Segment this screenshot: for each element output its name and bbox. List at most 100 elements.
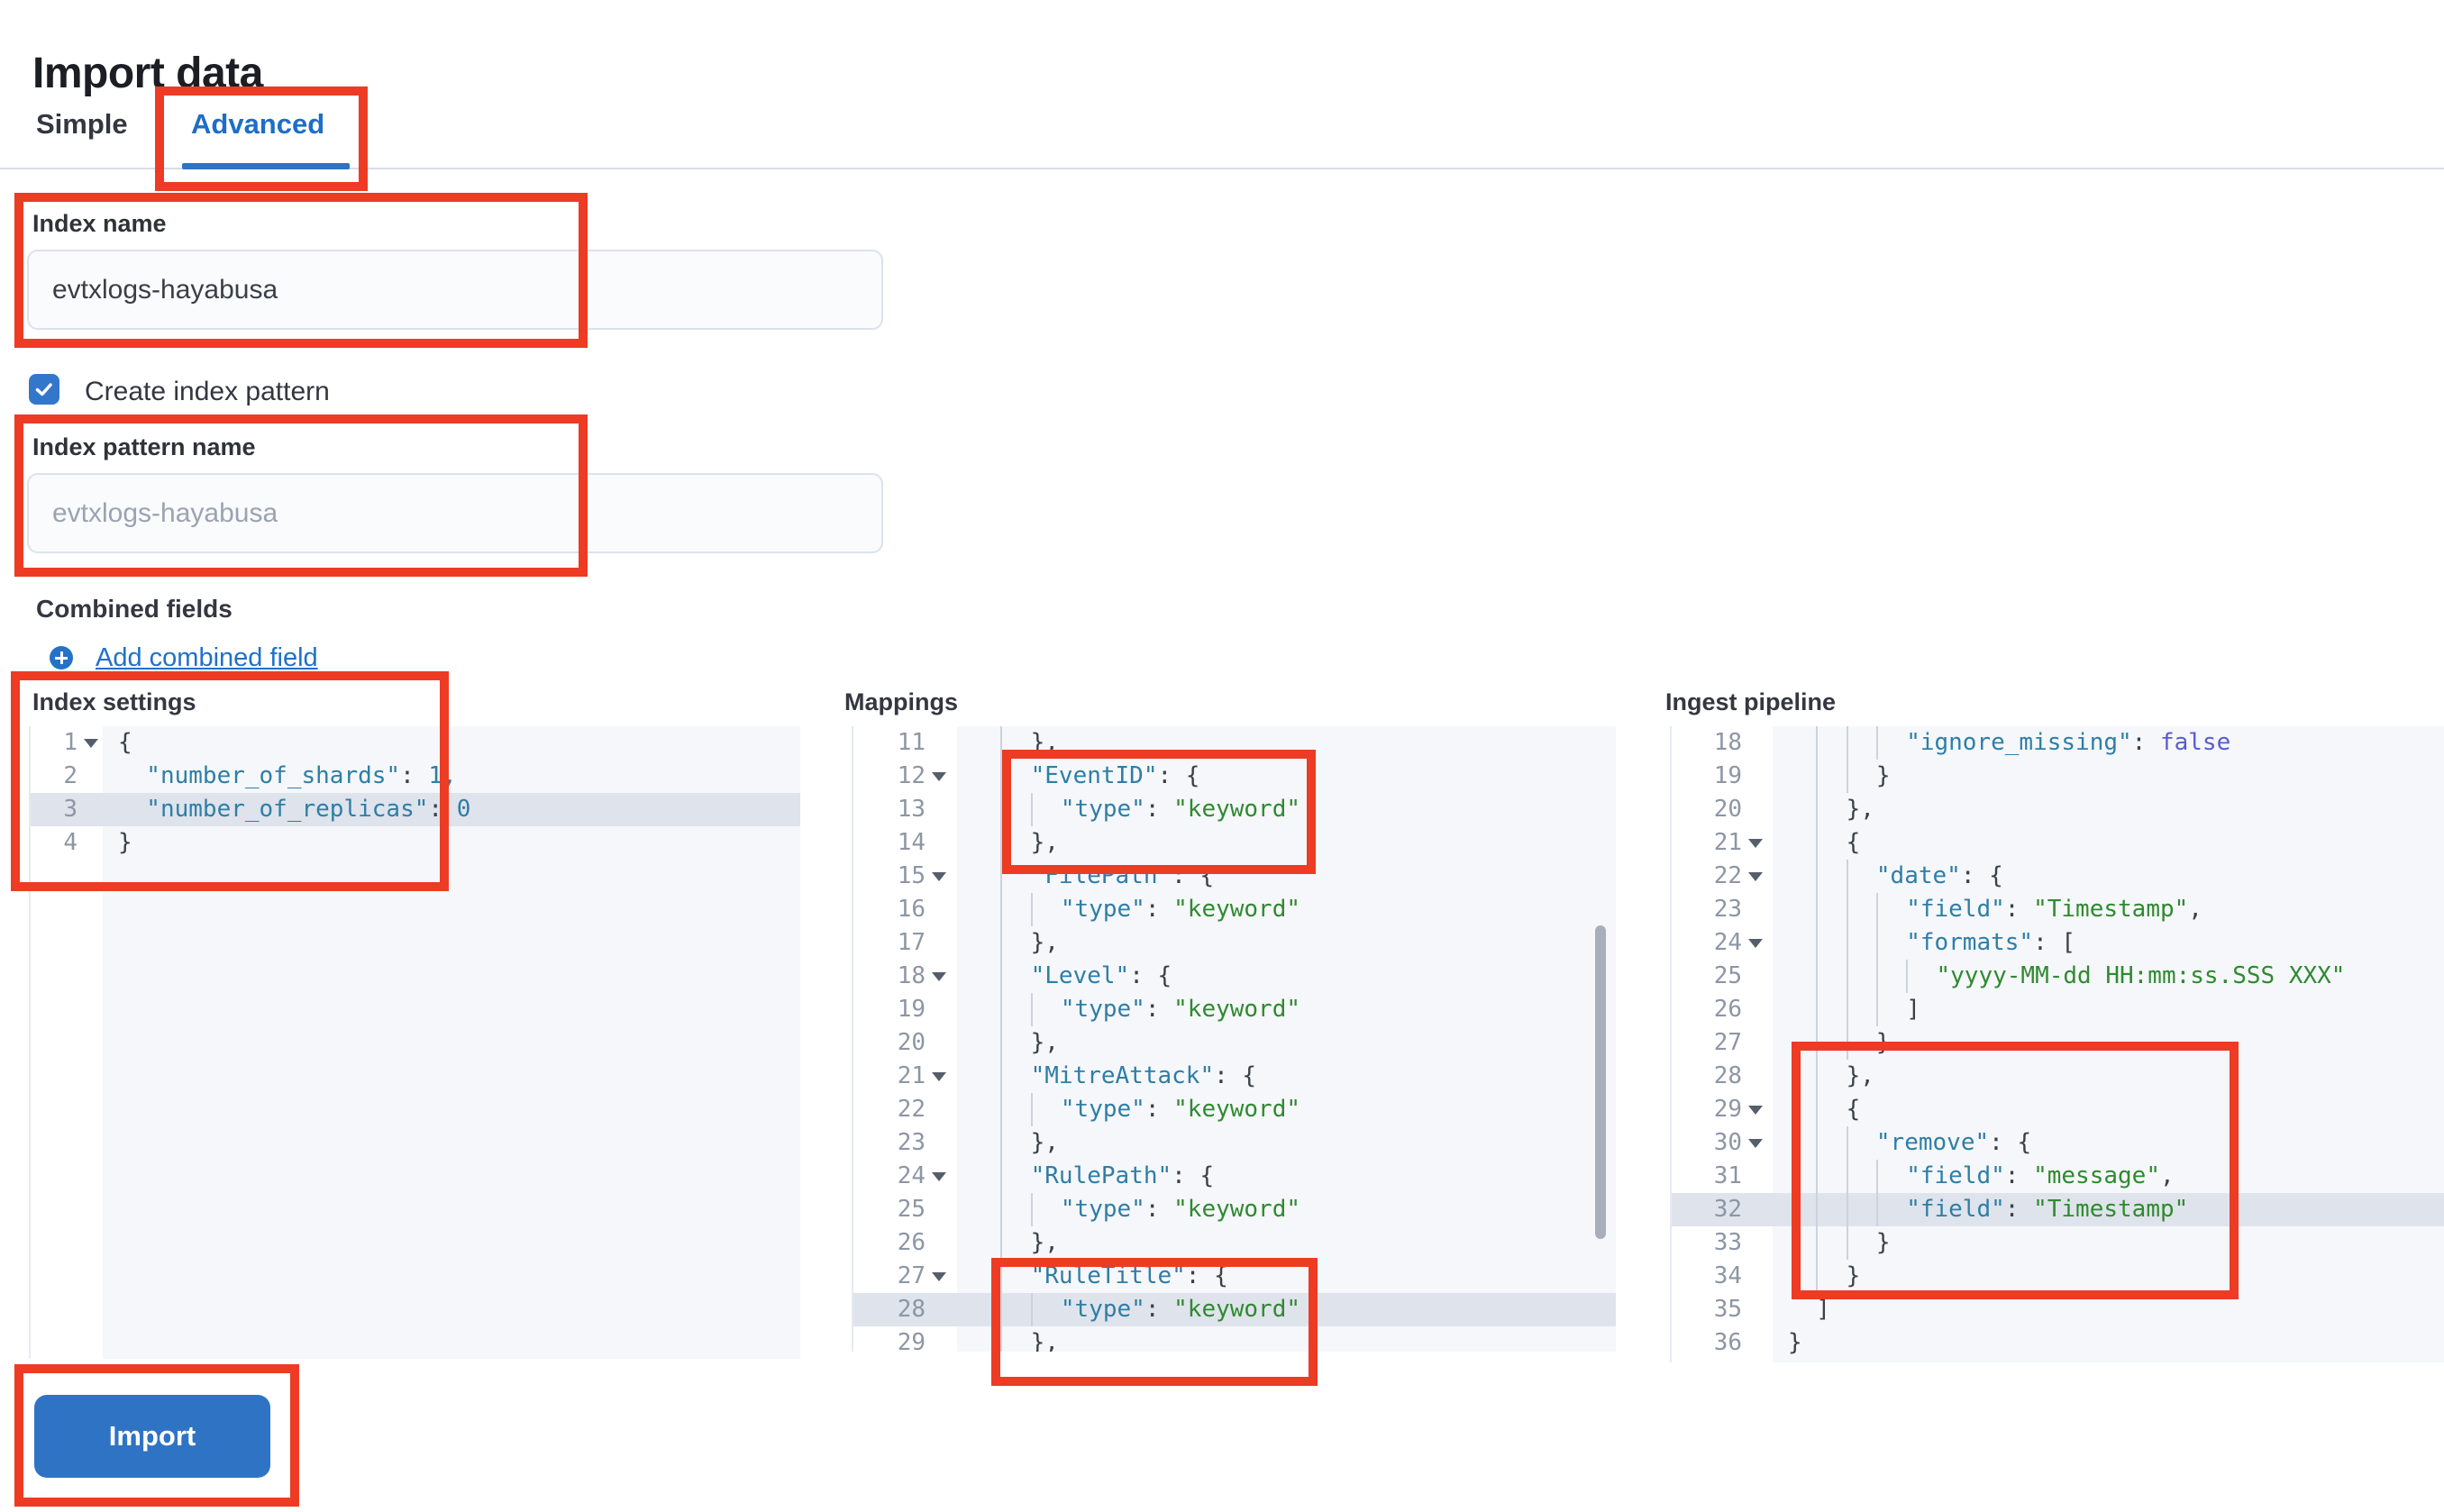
indent-guide — [1818, 860, 1848, 893]
code-line: 23 "field": "Timestamp", — [1672, 893, 2444, 926]
gutter-fold-cell — [926, 960, 963, 993]
code-text: "Level": { — [963, 960, 1616, 993]
gutter-fold-cell — [926, 1126, 963, 1160]
indent-guide — [972, 1326, 1003, 1352]
indent-guide — [1002, 893, 1033, 926]
indent-guide — [1848, 926, 1878, 960]
plus-in-circle-icon[interactable] — [50, 646, 73, 669]
index-name-input[interactable]: evtxlogs-hayabusa — [27, 250, 883, 330]
index-settings-editor[interactable]: 1{2 "number_of_shards": 1,3 "number_of_r… — [29, 726, 800, 1359]
indent-guide — [1002, 1093, 1033, 1126]
code-text: }, — [963, 1126, 1616, 1160]
gutter-fold-cell — [1742, 1060, 1779, 1093]
code-text: { — [1779, 826, 2444, 860]
code-line: 34 } — [1672, 1260, 2444, 1293]
code-text: { — [1779, 1093, 2444, 1126]
gutter-fold-cell — [926, 1193, 963, 1226]
index-pattern-name-input[interactable]: evtxlogs-hayabusa — [27, 473, 883, 553]
fold-arrow-icon[interactable] — [1748, 838, 1763, 848]
line-number: 28 — [1713, 1062, 1742, 1089]
tab-simple[interactable]: Simple — [36, 108, 128, 140]
code-text: "field": "Timestamp", — [1779, 893, 2444, 926]
code-line: 24 "RulePath": { — [853, 1160, 1616, 1193]
gutter-fold-cell — [1742, 793, 1779, 826]
indent-guide — [1818, 1226, 1848, 1260]
line-number: 2 — [63, 762, 78, 789]
code-line: 4} — [31, 826, 800, 860]
fold-arrow-icon[interactable] — [1748, 938, 1763, 948]
line-number: 21 — [1713, 829, 1742, 856]
line-number: 20 — [1713, 796, 1742, 823]
code-text: "field": "Timestamp" — [1779, 1193, 2444, 1226]
indent-guide — [1002, 1193, 1033, 1226]
fold-arrow-icon[interactable] — [84, 738, 98, 748]
line-number: 21 — [897, 1062, 926, 1089]
import-button[interactable]: Import — [34, 1395, 270, 1478]
fold-arrow-icon[interactable] — [1748, 1105, 1763, 1115]
indent-guide — [972, 1060, 1003, 1093]
code-text: ] — [1788, 1296, 1830, 1323]
line-number: 3 — [63, 796, 78, 823]
indent-guide — [1848, 726, 1878, 760]
line-number: 12 — [897, 762, 926, 789]
gutter-fold-cell — [926, 793, 963, 826]
gutter-fold-cell — [926, 1093, 963, 1126]
indent-guide — [1848, 1193, 1878, 1226]
tab-advanced[interactable]: Advanced — [191, 108, 325, 140]
tabs-divider — [0, 168, 2444, 169]
create-index-pattern-checkbox[interactable] — [29, 374, 59, 405]
indent-guide — [1848, 893, 1878, 926]
line-number: 22 — [1713, 862, 1742, 889]
code-text: }, — [963, 926, 1616, 960]
fold-arrow-icon[interactable] — [932, 871, 946, 881]
gutter-fold-cell — [78, 760, 109, 793]
mappings-editor[interactable]: 11 },12 "EventID": {13 "type": "keyword"… — [852, 726, 1616, 1352]
line-number: 27 — [897, 1262, 926, 1289]
line-number: 35 — [1713, 1296, 1742, 1323]
code-text: { — [118, 729, 132, 756]
fold-arrow-icon[interactable] — [1748, 871, 1763, 881]
indent-guide — [1788, 1260, 1819, 1293]
code-text: } — [1788, 1329, 1802, 1356]
code-line: 22 "date": { — [1672, 860, 2444, 893]
add-combined-field-link[interactable]: Add combined field — [96, 643, 318, 672]
code-line: 25 "type": "keyword" — [853, 1193, 1616, 1226]
line-number: 22 — [897, 1096, 926, 1123]
fold-arrow-icon[interactable] — [932, 771, 946, 781]
code-text: }, — [1779, 793, 2444, 826]
code-text: }, — [963, 1326, 1616, 1352]
code-line: 15 "FilePath": { — [853, 860, 1616, 893]
gutter-fold-cell — [1742, 926, 1779, 960]
fold-arrow-icon[interactable] — [932, 1171, 946, 1181]
code-text: "type": "keyword" — [963, 1293, 1616, 1326]
indent-guide — [1818, 926, 1848, 960]
code-line: 20 }, — [1672, 793, 2444, 826]
indent-guide — [1788, 1060, 1819, 1093]
gutter-fold-cell — [926, 1293, 963, 1326]
gutter-fold-cell — [926, 1160, 963, 1193]
gutter-fold-cell — [1742, 1160, 1779, 1193]
scrollbar-thumb[interactable] — [1595, 925, 1606, 1239]
indent-guide — [1002, 793, 1033, 826]
code-text: "type": "keyword" — [963, 993, 1616, 1026]
gutter-fold-cell — [1742, 1193, 1779, 1226]
gutter-fold-cell — [926, 993, 963, 1026]
fold-arrow-icon[interactable] — [932, 1071, 946, 1081]
code-line: 31 "field": "message", — [1672, 1160, 2444, 1193]
indent-guide — [972, 1093, 1003, 1126]
gutter-fold-cell — [926, 760, 963, 793]
indent-guide — [1878, 960, 1909, 993]
gutter-fold-cell — [926, 1326, 963, 1352]
line-number: 31 — [1713, 1162, 1742, 1189]
fold-arrow-icon[interactable] — [932, 971, 946, 981]
gutter-fold-cell — [1742, 1293, 1779, 1326]
indent-guide — [1848, 1160, 1878, 1193]
code-text: }, — [963, 826, 1616, 860]
code-line: 30 "remove": { — [1672, 1126, 2444, 1160]
fold-arrow-icon[interactable] — [932, 1271, 946, 1281]
code-line: 1{ — [31, 726, 800, 760]
line-number: 34 — [1713, 1262, 1742, 1289]
gutter-fold-cell — [1742, 893, 1779, 926]
fold-arrow-icon[interactable] — [1748, 1138, 1763, 1148]
